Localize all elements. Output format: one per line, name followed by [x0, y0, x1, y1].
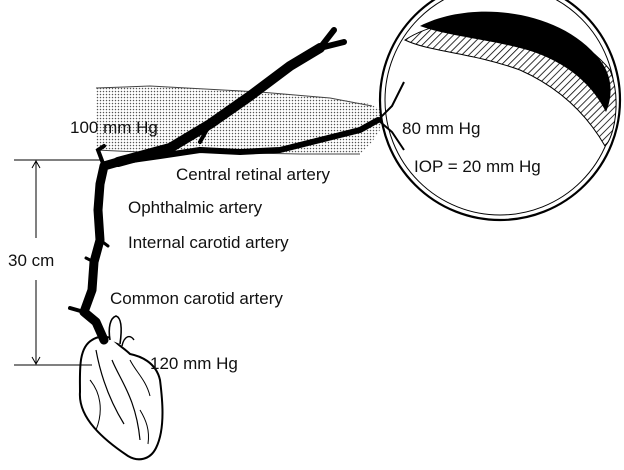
- pressure-eye-entry-label: 100 mm Hg: [70, 119, 158, 136]
- central-retinal-artery-label: Central retinal artery: [176, 166, 330, 183]
- heart: [80, 316, 163, 459]
- pressure-heart-label: 120 mm Hg: [150, 355, 238, 372]
- iop-label: IOP = 20 mm Hg: [414, 158, 541, 175]
- height-label: 30 cm: [8, 252, 54, 269]
- eyeball: [380, 0, 620, 220]
- common-carotid-artery-label: Common carotid artery: [110, 290, 283, 307]
- ophthalmic-artery-label: Ophthalmic artery: [128, 199, 262, 216]
- internal-carotid-artery-label: Internal carotid artery: [128, 234, 289, 251]
- pressure-retina-label: 80 mm Hg: [402, 120, 480, 137]
